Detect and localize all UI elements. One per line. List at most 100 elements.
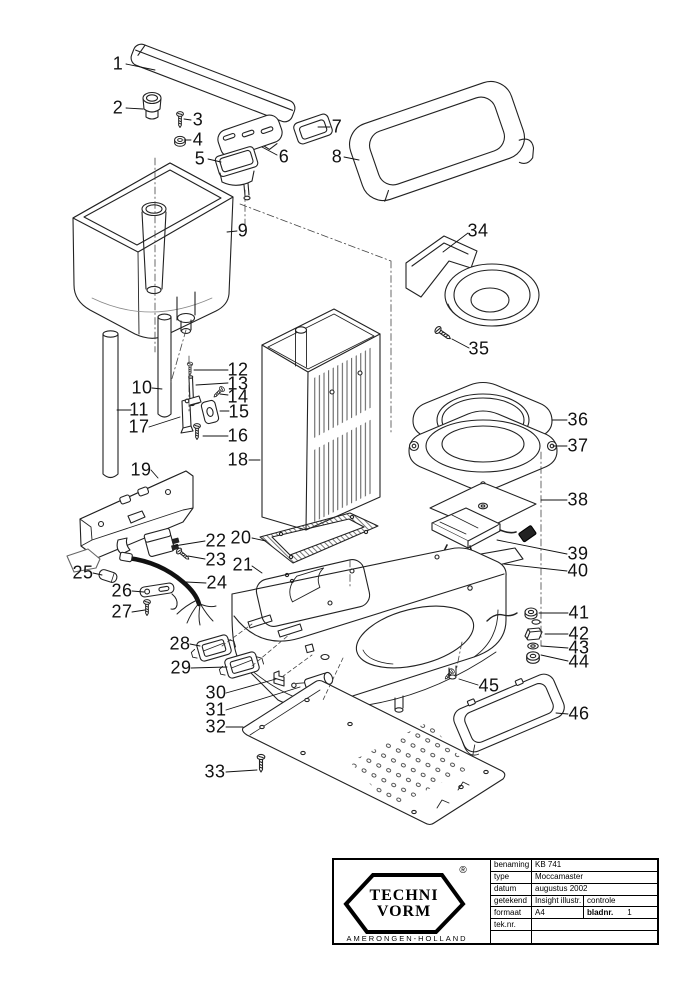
part-30-clip	[273, 670, 285, 687]
part-14-screw	[211, 385, 226, 400]
part-24-cable	[119, 551, 217, 626]
field-formaat-label: formaat	[491, 907, 532, 920]
registered-mark: ®	[459, 865, 467, 876]
part-label-9: 9	[237, 220, 249, 241]
part-17-bracket	[180, 395, 202, 434]
logo-line1: TECHNI	[369, 887, 438, 904]
part-25-fuse	[98, 569, 118, 583]
part-label-42: 42	[568, 623, 590, 644]
part-35-screw	[433, 324, 454, 343]
part-label-6: 6	[278, 146, 290, 167]
part-label-46: 46	[568, 703, 590, 724]
part-label-35: 35	[468, 338, 490, 359]
part-label-4: 4	[192, 129, 204, 150]
part-28-switch	[190, 634, 237, 662]
part-label-43: 43	[568, 637, 590, 658]
part-label-3: 3	[192, 109, 204, 130]
part-label-44: 44	[568, 651, 590, 672]
field-getekend-label: getekend	[491, 895, 532, 908]
part-label-40: 40	[567, 560, 589, 581]
part-label-45: 45	[478, 675, 500, 696]
field-datum-label: datum	[491, 883, 532, 896]
part-label-17: 17	[128, 416, 150, 437]
technivorm-logo: TECHNI VORM ® AMERONGEN-HOLLAND	[343, 865, 467, 943]
part-2-knob	[142, 91, 162, 120]
field-type-value: Moccamaster	[532, 872, 657, 884]
part-label-15: 15	[228, 401, 250, 422]
field-teknr-label: tek.nr.	[491, 919, 532, 932]
part-label-33: 33	[204, 761, 226, 782]
field-controle-label: controle	[584, 896, 657, 908]
part-46-tray	[453, 673, 565, 756]
field-benaming-label: benaming	[491, 860, 532, 872]
part-29-switch	[218, 651, 265, 679]
part-label-39: 39	[567, 543, 589, 564]
title-block: TECHNI VORM ® AMERONGEN-HOLLAND benaming…	[332, 858, 659, 945]
field-formaat-value: A4	[532, 907, 584, 920]
part-37-mounting-plate	[408, 410, 558, 491]
part-11-tube	[102, 330, 119, 479]
field-bladnr: bladnr. 1	[584, 907, 657, 920]
part-label-11: 11	[129, 399, 149, 420]
part-label-41: 41	[568, 602, 590, 623]
field-datum-value: augustus 2002	[532, 884, 657, 896]
part-26-terminal-strip	[139, 582, 178, 610]
part-label-20: 20	[230, 527, 252, 548]
field-teknr-value	[532, 919, 657, 932]
part-label-34: 34	[467, 220, 489, 241]
part-label-21: 21	[232, 554, 254, 575]
part-12-screw	[186, 361, 194, 376]
part-18-tower	[261, 308, 381, 531]
part-label-31: 31	[205, 699, 227, 720]
part-1-top-bar	[130, 43, 296, 123]
part-44-nut	[526, 651, 540, 664]
part-42-clip	[524, 627, 543, 641]
part-label-12: 12	[227, 359, 249, 380]
field-getekend-value: Insight illustr.	[532, 895, 584, 908]
part-label-22: 22	[205, 530, 227, 551]
part-label-2: 2	[112, 97, 124, 118]
part-5-block	[214, 146, 259, 201]
part-39-wiring-harness	[431, 507, 537, 598]
part-label-5: 5	[194, 148, 206, 169]
part-label-24: 24	[206, 572, 228, 593]
part-32-bottom-plate	[241, 679, 506, 826]
title-block-table: benaming KB 741 type Moccamaster datum a…	[491, 860, 657, 943]
part-label-16: 16	[227, 425, 249, 446]
part-6-slotted-plate	[217, 114, 283, 158]
part-19-back-panel	[79, 470, 194, 559]
part-label-27: 27	[111, 601, 133, 622]
logo: TECHNI VORM ® AMERONGEN-HOLLAND	[334, 860, 491, 943]
part-23-screw	[174, 546, 192, 563]
assembly-dash-lines	[221, 623, 344, 701]
part-label-14: 14	[227, 386, 249, 407]
field-type-label: type	[491, 871, 532, 884]
part-20-gasket	[259, 512, 379, 564]
part-label-18: 18	[227, 449, 249, 470]
part-7-small-cover	[293, 113, 333, 145]
part-3-screw	[176, 111, 184, 128]
part-label-29: 29	[170, 657, 192, 678]
part-label-13: 13	[227, 373, 249, 394]
part-16-screw	[193, 423, 201, 440]
part-10-tube	[157, 313, 172, 418]
part-label-26: 26	[111, 580, 133, 601]
part-27-screw	[143, 599, 151, 616]
field-bladnr-label: bladnr.	[587, 907, 614, 917]
field-empty-label	[491, 931, 532, 943]
part-43-washer	[527, 642, 539, 650]
leader-lines	[92, 63, 569, 773]
field-empty-value	[532, 931, 657, 943]
part-label-36: 36	[567, 409, 589, 430]
part-9-reservoir	[72, 162, 234, 339]
part-19-arm	[66, 548, 101, 573]
part-41-nut-wire	[486, 607, 541, 625]
part-label-25: 25	[72, 562, 94, 583]
part-label-38: 38	[567, 489, 589, 510]
field-bladnr-value: 1	[627, 907, 632, 917]
part-label-10: 10	[131, 377, 153, 398]
logo-line2: VORM	[377, 903, 431, 920]
part-15-bracket	[200, 399, 220, 425]
part-label-23: 23	[205, 549, 227, 570]
